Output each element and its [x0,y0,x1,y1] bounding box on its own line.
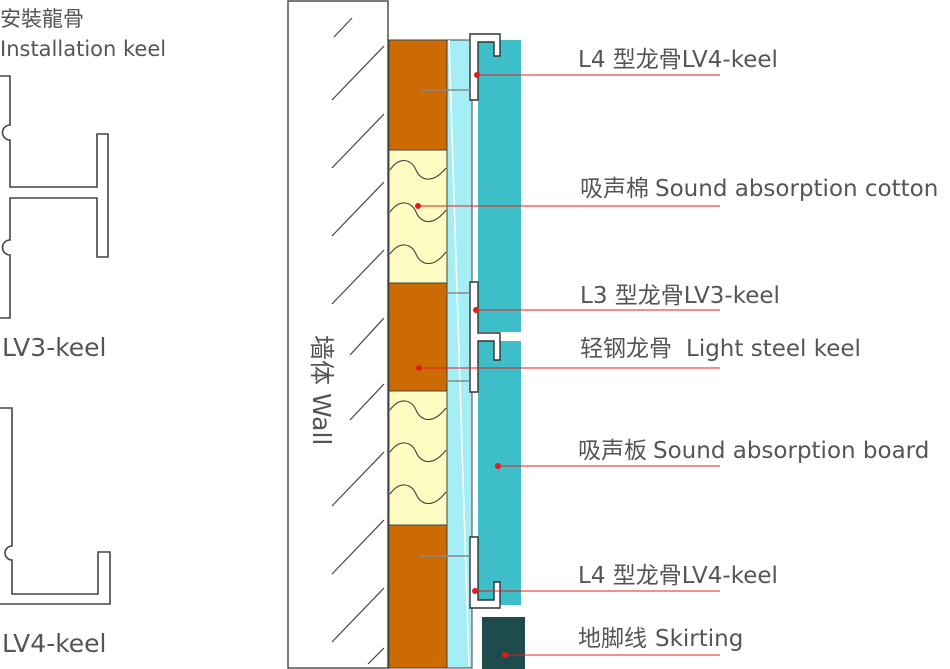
wall-hatching [331,17,385,665]
timber-layer [388,39,448,669]
lv4-keel-label: LV4-keel [2,629,107,658]
header-title-cn: 安裝龍骨 [0,7,84,31]
glass-highlight [448,39,470,667]
lv3-keel-profile [0,75,109,319]
callout-label-lv4-keel-top: L4 型龙骨LV4-keel [578,47,778,73]
callout-label-lv3-keel: L3 型龙骨LV3-keel [580,283,780,309]
svg-text:L3 型龙骨LV3-keel: L3 型龙骨LV3-keel [580,283,780,309]
wall-label-cn: 墙体 [307,335,336,385]
callout-leaders [415,72,720,658]
lv4-keel-clip-top [469,33,501,101]
svg-text:L4 型龙骨LV4-keel: L4 型龙骨LV4-keel [578,563,778,589]
sound-absorption-board-lower [478,341,521,605]
wall [287,0,389,669]
sound-absorption-board-upper [478,40,521,332]
svg-text:L4 型龙骨LV4-keel: L4 型龙骨LV4-keel [578,47,778,73]
callout-label-lv4-keel-bottom: L4 型龙骨LV4-keel [578,563,778,589]
header-title-en: Installation keel [0,37,166,61]
lv3-keel-label: LV3-keel [2,333,107,362]
skirting [482,617,525,669]
wall-label: 墙体 Wall [307,335,336,445]
wall-label-en: Wall [307,393,336,445]
screws [420,89,470,557]
lv4-keel-profile [0,407,111,605]
cotton-wave-pattern [389,160,447,505]
